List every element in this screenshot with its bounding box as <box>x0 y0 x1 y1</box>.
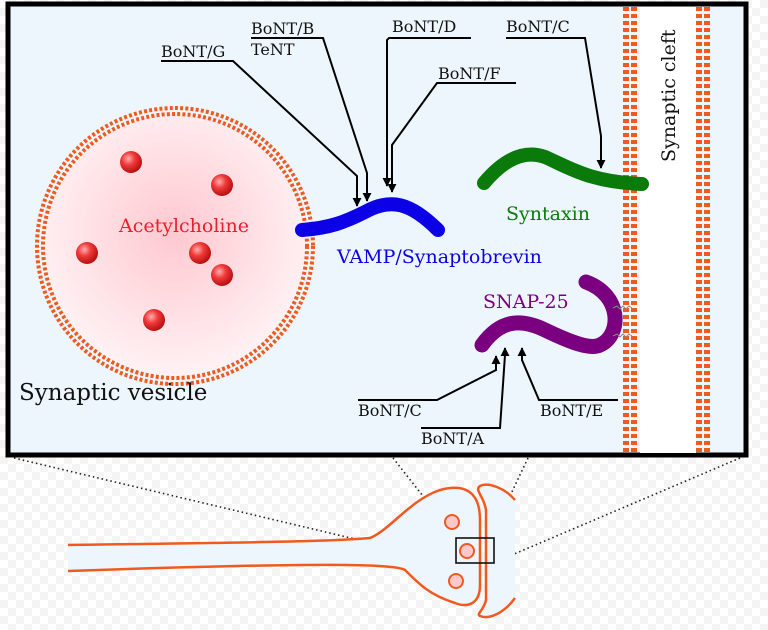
postsynaptic-membrane <box>696 7 710 453</box>
presynaptic-terminal <box>68 487 480 605</box>
synaptic-vesicle: Acetylcholine Synaptic vesicle <box>19 106 315 406</box>
bont-b-label: BoNT/B <box>251 19 314 38</box>
neuron-overview <box>67 483 517 619</box>
snap25-protein: SNAP-25 <box>474 274 633 354</box>
vamp-toxin-annotations: BoNT/G BoNT/B TeNT BoNT/D BoNT/F <box>161 17 516 207</box>
bont-d-label: BoNT/D <box>392 17 456 36</box>
synaptic-cleft-area <box>640 7 696 453</box>
acetylcholine-molecule <box>189 242 211 264</box>
bont-a-arrow <box>421 347 510 429</box>
vamp-label: VAMP/Synaptobrevin <box>336 246 542 268</box>
bont-c-syntaxin-label: BoNT/C <box>506 17 570 36</box>
snap25-toxin-annotations: BoNT/C BoNT/A BoNT/E <box>358 347 618 448</box>
overview-vesicle <box>459 543 475 559</box>
syntaxin-toxin-annotations: BoNT/C <box>506 17 606 169</box>
bont-g-arrow <box>161 60 362 207</box>
bont-c-snap25-label: BoNT/C <box>358 401 422 420</box>
syntaxin-protein: Syntaxin <box>477 147 649 225</box>
overview-vesicle <box>444 514 460 530</box>
acetylcholine-molecule <box>211 174 233 196</box>
synaptic-vesicle-label: Synaptic vesicle <box>19 380 207 406</box>
bont-g-label: BoNT/G <box>161 42 225 61</box>
bont-a-label: BoNT/A <box>421 429 484 448</box>
synaptic-cleft-label: Synaptic cleft <box>658 29 680 162</box>
bont-e-arrow <box>517 347 618 401</box>
overview-vesicle <box>448 573 464 589</box>
acetylcholine-molecule <box>143 309 165 331</box>
snap25-label: SNAP-25 <box>483 291 569 313</box>
acetylcholine-label: Acetylcholine <box>118 215 249 237</box>
bont-c-syntaxin-arrow <box>506 37 606 169</box>
acetylcholine-molecule <box>120 151 142 173</box>
presynaptic-membrane <box>623 7 637 453</box>
bont-c-snap25-arrow <box>358 355 501 401</box>
acetylcholine-molecule <box>211 264 233 286</box>
bont-d-arrow <box>382 37 471 187</box>
postsynaptic-cell <box>478 484 515 618</box>
zoom-region-box <box>455 537 495 564</box>
bont-e-label: BoNT/E <box>540 401 603 420</box>
vamp-protein: VAMP/Synaptobrevin <box>295 197 542 268</box>
bont-f-label: BoNT/F <box>438 64 501 83</box>
syntaxin-label: Syntaxin <box>506 203 590 225</box>
bont-f-arrow <box>387 82 516 193</box>
bont-b-tent-arrow <box>251 37 372 202</box>
tent-label: TeNT <box>251 40 295 59</box>
acetylcholine-molecules <box>76 151 233 331</box>
acetylcholine-molecule <box>76 242 98 264</box>
